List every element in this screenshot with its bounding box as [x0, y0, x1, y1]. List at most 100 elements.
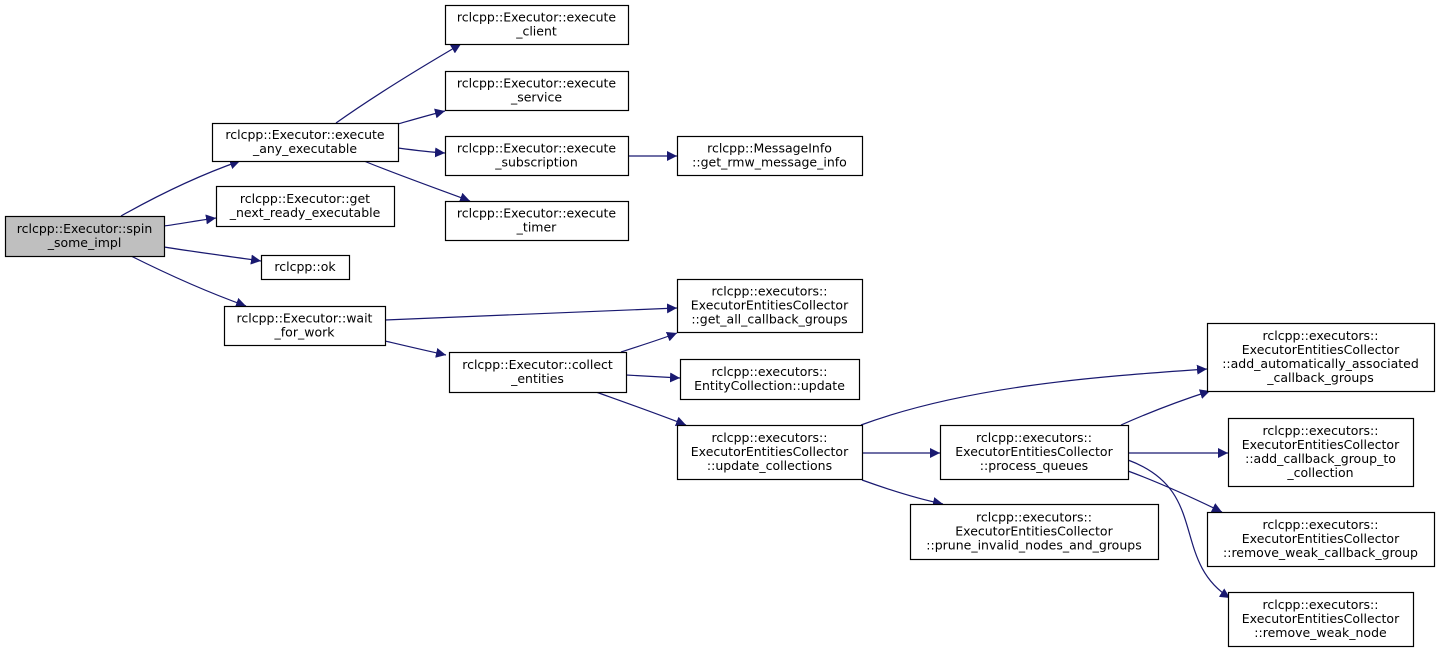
node-get-next-ready-executable[interactable]: rclcpp::Executor::get_next_ready_executa… [215, 185, 396, 228]
node-label-line: ::remove_weak_node [1254, 625, 1387, 640]
node-add-callback-group-to-collection[interactable]: rclcpp::executors::ExecutorEntitiesColle… [1227, 417, 1415, 488]
edge-execute-any-executable-to-execute-client [335, 43, 462, 124]
edge-execute-any-executable-to-execute-subscription [397, 147, 446, 158]
node-box [444, 4, 630, 46]
node-label-line: rclcpp::ok [274, 259, 336, 274]
edge-process-queues-to-add-automatically-associated-callback-groups [1120, 389, 1211, 426]
edge-spin-some-impl-to-wait-for-work [130, 255, 247, 308]
node-box [679, 358, 861, 401]
node-label-line: _callback_groups [1266, 370, 1374, 385]
node-label-line: rclcpp::Executor::execute [225, 127, 385, 142]
node-label-line: rclcpp::executors:: [1263, 597, 1379, 612]
node-label-line: ExecutorEntitiesCollector [1242, 437, 1400, 452]
node-execute-any-executable[interactable]: rclcpp::Executor::execute_any_executable [211, 122, 400, 163]
node-label-line: rclcpp::executors:: [712, 364, 828, 379]
node-box [939, 424, 1130, 481]
node-label-line: _any_executable [252, 141, 357, 156]
node-spin-some-impl[interactable]: rclcpp::Executor::spin_some_impl [4, 215, 166, 258]
node-box [676, 135, 864, 177]
node-execute-service[interactable]: rclcpp::Executor::execute_service [444, 70, 630, 112]
edge-collect-entities-to-get-all-callback-groups [620, 331, 678, 353]
edge-process-queues-to-remove-weak-node [1127, 459, 1231, 599]
node-remove-weak-callback-group[interactable]: rclcpp::executors::ExecutorEntitiesColle… [1206, 511, 1436, 568]
edge-wait-for-work-to-collect-entities [384, 340, 447, 358]
node-update-collections[interactable]: rclcpp::executors::ExecutorEntitiesColle… [676, 424, 864, 481]
node-box [1206, 511, 1436, 568]
node-box [215, 185, 396, 228]
node-label-line: rclcpp::Executor::collect [462, 357, 613, 372]
edge-execute-any-executable-to-execute-timer [363, 160, 471, 203]
node-label-line: rclcpp::Executor::spin [17, 221, 153, 236]
node-execute-subscription[interactable]: rclcpp::Executor::execute_subscription [444, 135, 630, 177]
node-label-line: ExecutorEntitiesCollector [691, 298, 849, 313]
node-collect-entities[interactable]: rclcpp::Executor::collect_entities [448, 351, 628, 394]
node-box [676, 424, 864, 481]
edge-process-queues-to-remove-weak-callback-group [1127, 470, 1223, 513]
node-label-line: _collection [1286, 465, 1353, 480]
node-label-line: rclcpp::executors:: [1263, 328, 1379, 343]
node-box [4, 215, 166, 258]
node-label-line: _timer [516, 220, 557, 235]
node-label-line: rclcpp::Executor::execute [457, 76, 617, 91]
node-label-line: _entities [510, 371, 564, 386]
node-label-line: ExecutorEntitiesCollector [955, 444, 1113, 459]
node-wait-for-work[interactable]: rclcpp::Executor::wait_for_work [223, 305, 387, 347]
edge-collect-entities-to-update-collections [595, 391, 687, 427]
node-box [448, 351, 628, 394]
node-prune-invalid-nodes-and-groups[interactable]: rclcpp::executors::ExecutorEntitiesColle… [909, 503, 1160, 561]
node-box [211, 122, 400, 163]
node-label-line: ::get_all_callback_groups [691, 312, 847, 327]
node-box [444, 135, 630, 177]
node-label-line: _client [515, 24, 557, 39]
node-box [1227, 417, 1415, 488]
node-label-line: rclcpp::executors:: [712, 284, 828, 299]
node-label-line: rclcpp::executors:: [1263, 517, 1379, 532]
node-label-line: ::add_callback_group_to [1245, 451, 1396, 466]
node-label-line: rclcpp::Executor::get [240, 191, 370, 206]
node-add-automatically-associated-callback-groups[interactable]: rclcpp::executors::ExecutorEntitiesColle… [1206, 322, 1436, 393]
node-label-line: ::update_collections [707, 458, 832, 473]
node-label-line: ExecutorEntitiesCollector [1242, 531, 1400, 546]
node-box [223, 305, 387, 347]
edges-layer [120, 43, 1231, 599]
node-label-line: ::add_automatically_associated [1222, 356, 1419, 371]
edge-spin-some-impl-to-ok [163, 246, 262, 265]
node-get-rmw-message-info[interactable]: rclcpp::MessageInfo::get_rmw_message_inf… [676, 135, 864, 177]
node-process-queues[interactable]: rclcpp::executors::ExecutorEntitiesColle… [939, 424, 1130, 481]
edge-execute-any-executable-to-execute-service [397, 108, 446, 125]
node-label-line: _next_ready_executable [229, 205, 381, 220]
node-label-line: EntityCollection::update [694, 378, 845, 393]
node-label-line: ::get_rmw_message_info [692, 155, 847, 170]
nodes-layer: rclcpp::Executor::spin_some_implrclcpp::… [4, 4, 1436, 648]
node-label-line: rclcpp::MessageInfo [707, 141, 832, 156]
node-label-line: ::prune_invalid_nodes_and_groups [926, 538, 1141, 553]
node-entity-collection-update[interactable]: rclcpp::executors::EntityCollection::upd… [679, 358, 861, 401]
node-box [444, 70, 630, 112]
node-execute-timer[interactable]: rclcpp::Executor::execute_timer [444, 200, 630, 242]
node-label-line: rclcpp::executors:: [712, 430, 828, 445]
node-label-line: ExecutorEntitiesCollector [1242, 611, 1400, 626]
node-label-line: rclcpp::executors:: [976, 430, 1092, 445]
node-remove-weak-node[interactable]: rclcpp::executors::ExecutorEntitiesColle… [1227, 591, 1415, 648]
node-label-line: _for_work [274, 325, 336, 340]
node-label-line: ExecutorEntitiesCollector [691, 444, 849, 459]
edge-wait-for-work-to-get-all-callback-groups [384, 303, 678, 321]
node-label-line: ::remove_weak_callback_group [1223, 545, 1418, 560]
node-execute-client[interactable]: rclcpp::Executor::execute_client [444, 4, 630, 46]
node-label-line: rclcpp::Executor::execute [457, 141, 617, 156]
node-get-all-callback-groups[interactable]: rclcpp::executors::ExecutorEntitiesColle… [676, 278, 864, 334]
node-label-line: ::process_queues [980, 458, 1088, 473]
node-label-line: rclcpp::executors:: [976, 510, 1092, 525]
edge-update-collections-to-add-automatically-associated-callback-groups [860, 364, 1208, 426]
node-label-line: ExecutorEntitiesCollector [1242, 342, 1400, 357]
node-label-line: rclcpp::Executor::execute [457, 10, 617, 25]
node-ok[interactable]: rclcpp::ok [260, 254, 351, 281]
edge-update-collections-to-prune-invalid-nodes-and-groups [861, 479, 944, 507]
node-label-line: _service [510, 90, 562, 105]
node-box [444, 200, 630, 242]
node-box [1227, 591, 1415, 648]
node-label-line: ExecutorEntitiesCollector [955, 524, 1113, 539]
node-box [1206, 322, 1436, 393]
node-label-line: rclcpp::Executor::execute [457, 206, 617, 221]
